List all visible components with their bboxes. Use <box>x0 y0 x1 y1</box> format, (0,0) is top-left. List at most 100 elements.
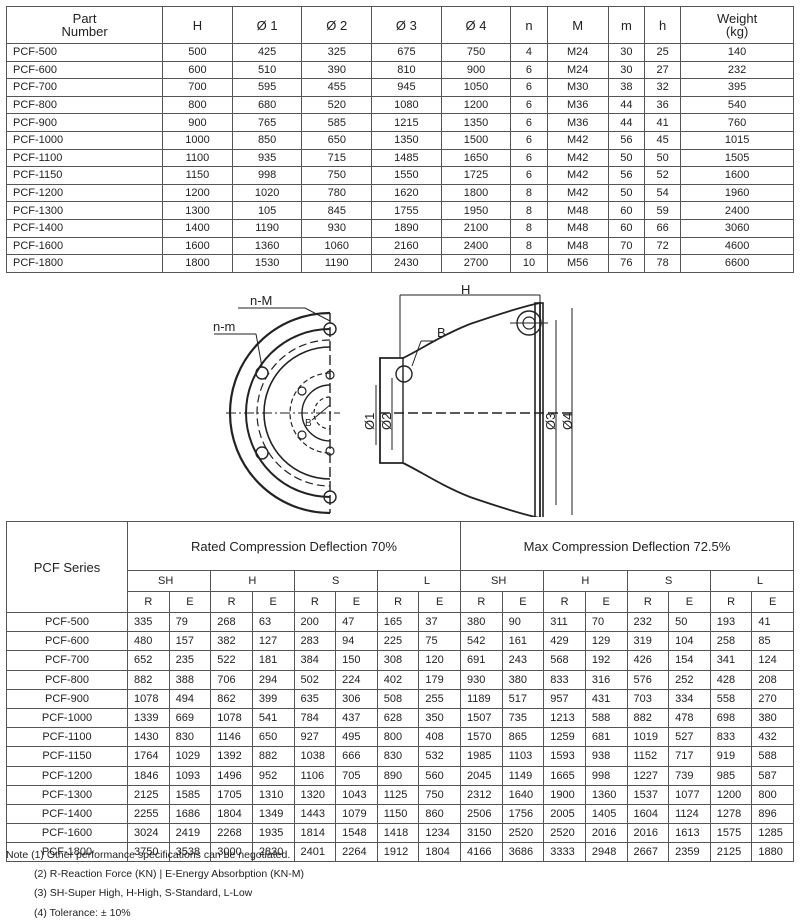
type-header-cell: S <box>626 570 711 592</box>
table-cell: 1339 <box>127 707 170 729</box>
dim-header-cell: Ø 1 <box>231 6 303 44</box>
table-cell: 252 <box>668 669 711 690</box>
table-cell: 862 <box>210 688 253 709</box>
table-cell: 6600 <box>680 254 794 273</box>
table-cell: 540 <box>680 95 794 115</box>
table-cell: 105 <box>231 201 303 220</box>
table-cell: 428 <box>709 669 753 690</box>
table-cell: 2268 <box>210 823 253 844</box>
table-cell: 717 <box>668 746 711 767</box>
table-cell: 1285 <box>751 823 794 844</box>
table-cell: 1505 <box>680 148 794 168</box>
table-cell: 588 <box>584 707 628 729</box>
table-cell: 94 <box>335 631 378 652</box>
table-cell: 60 <box>607 201 646 220</box>
table-cell: 8 <box>510 201 548 220</box>
table-cell: 998 <box>584 765 628 786</box>
table-cell: 54 <box>643 183 682 203</box>
performance-table: PCF Series Rated Compression Deflection … <box>6 521 795 863</box>
table-cell: 896 <box>751 803 794 825</box>
table-cell: 1593 <box>543 746 586 767</box>
table-cell: M24 <box>546 43 609 62</box>
table-cell: 432 <box>751 727 794 748</box>
table-cell: PCF-1400 <box>5 218 164 238</box>
table-cell: 1038 <box>293 746 337 767</box>
table-cell: 830 <box>168 727 212 748</box>
table-cell: 3750 <box>127 842 170 863</box>
table-cell: 311 <box>543 611 586 633</box>
table-cell: 154 <box>668 650 711 671</box>
table-cell: 44 <box>607 95 646 115</box>
table-cell: 2016 <box>584 823 628 844</box>
table-cell: 165 <box>376 611 420 633</box>
table-cell: 800 <box>162 95 233 115</box>
label-b-small: B <box>305 418 312 429</box>
table-cell: 510 <box>231 60 303 80</box>
table-cell: 1665 <box>543 765 586 786</box>
table-cell: 3333 <box>543 842 586 863</box>
table-cell: 1686 <box>168 803 212 825</box>
table-cell: 6 <box>510 113 548 132</box>
table-cell: 1234 <box>418 823 461 844</box>
table-cell: M56 <box>546 254 609 273</box>
table-cell: 85 <box>751 631 794 652</box>
table-cell: PCF-1100 <box>6 727 128 748</box>
table-cell: 32 <box>643 78 682 97</box>
table-cell: 1077 <box>668 784 711 805</box>
table-cell: 335 <box>127 611 170 633</box>
table-cell: 1190 <box>231 218 303 238</box>
label-B: B <box>437 325 446 340</box>
table-cell: 235 <box>168 650 212 671</box>
table-cell: 2520 <box>501 823 545 844</box>
table-cell: 1019 <box>626 727 670 748</box>
re-header-e: E <box>335 591 378 613</box>
table-cell: 402 <box>376 669 420 690</box>
table-cell: 6 <box>510 148 548 168</box>
table-cell: 308 <box>376 650 420 671</box>
table-cell: 232 <box>626 611 670 633</box>
performance-header: PCF Series Rated Compression Deflection … <box>6 521 795 613</box>
table-cell: 1050 <box>440 78 512 97</box>
table-cell: 1985 <box>460 746 503 767</box>
label-n-M: n-M <box>250 293 272 308</box>
re-header-e: E <box>501 591 545 613</box>
table-cell: 1600 <box>680 166 794 185</box>
table-cell: 399 <box>251 688 295 709</box>
table-cell: 41 <box>643 113 682 132</box>
table-cell: 1150 <box>162 166 233 185</box>
table-cell: 1507 <box>460 707 503 729</box>
table-cell: PCF-900 <box>5 113 164 132</box>
table-cell: 38 <box>607 78 646 97</box>
table-cell: 508 <box>376 688 420 709</box>
table-cell: 635 <box>293 688 337 709</box>
table-cell: 1400 <box>162 218 233 238</box>
table-cell: 2948 <box>584 842 628 863</box>
table-cell: 2045 <box>460 765 503 786</box>
table-cell: 652 <box>127 650 170 671</box>
note-2: (2) R-Reaction Force (KN) | E-Energy Abs… <box>34 868 304 881</box>
table-cell: PCF-700 <box>5 78 164 97</box>
note-1: Note (1) Other performance specification… <box>6 849 291 861</box>
table-cell: 380 <box>460 611 503 633</box>
table-cell: M24 <box>546 60 609 80</box>
table-cell: 6 <box>510 166 548 185</box>
table-cell: 1900 <box>543 784 586 805</box>
table-cell: 75 <box>418 631 461 652</box>
table-cell: 2255 <box>127 803 170 825</box>
table-cell: 1259 <box>543 727 586 748</box>
table-cell: 390 <box>301 60 373 80</box>
table-cell: 998 <box>231 166 303 185</box>
table-cell: 495 <box>335 727 378 748</box>
table-cell: 595 <box>231 78 303 97</box>
table-cell: 1149 <box>501 765 545 786</box>
table-cell: 270 <box>751 688 794 709</box>
table-cell: PCF-1000 <box>5 130 164 150</box>
table-cell: 2125 <box>709 842 753 863</box>
table-cell: 72 <box>643 236 682 256</box>
table-cell: 2667 <box>626 842 670 863</box>
